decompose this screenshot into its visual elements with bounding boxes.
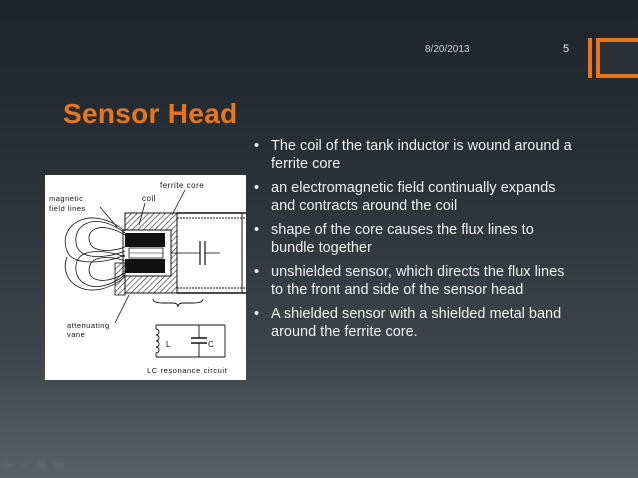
slide-number: 5 <box>563 43 570 55</box>
brace <box>152 298 204 308</box>
label-L: L <box>166 340 171 349</box>
bullet-text: A shielded sensor with a shielded metal … <box>271 306 562 340</box>
bullet-item: • The coil of the tank inductor is wound … <box>252 137 572 173</box>
label-magnetic: magnetic <box>49 194 83 203</box>
bullet-text: unshielded sensor, which directs the flu… <box>271 264 565 298</box>
bullet-text: shape of the core causes the flux lines … <box>271 222 534 256</box>
bullet-symbol: • <box>254 222 260 238</box>
slide-title: Sensor Head <box>63 98 238 129</box>
label-coil: coil <box>142 194 156 203</box>
bullet-text: The coil of the tank inductor is wound a… <box>271 138 572 172</box>
label-vane: vane <box>67 330 85 339</box>
accent-bar <box>588 38 592 78</box>
bullet-text: an electromagnetic field continually exp… <box>271 180 556 214</box>
back-arrow-icon[interactable] <box>2 460 14 470</box>
sensor-head-diagram: ferrite core magnetic field lines coil a… <box>45 175 246 380</box>
bullet-item: • shape of the core causes the flux lines… <box>252 221 572 257</box>
lc-circuit <box>155 324 226 358</box>
label-field-lines: field lines <box>49 204 86 213</box>
pen-icon[interactable] <box>19 460 31 470</box>
bullet-item: • unshielded sensor, which directs the fl… <box>252 263 572 299</box>
bullet-list: • The coil of the tank inductor is wound … <box>252 137 572 347</box>
bullet-item: • an electromagnetic field continually ex… <box>252 179 572 215</box>
ferrite-core <box>122 229 172 277</box>
bullet-symbol: • <box>254 180 260 196</box>
slide-navigation <box>2 459 65 471</box>
bullet-symbol: • <box>254 138 260 154</box>
attenuating-vane <box>114 262 126 296</box>
slides-icon[interactable] <box>36 460 48 470</box>
accent-block-inner <box>600 42 638 74</box>
label-attenuating: attenuating <box>67 321 110 330</box>
housing-capacitor <box>171 241 220 265</box>
menu-icon[interactable] <box>53 460 65 470</box>
bullet-item: • A shielded sensor with a shielded metal… <box>252 305 572 341</box>
bullet-symbol: • <box>254 264 260 280</box>
magnetic-field-lines <box>64 217 126 291</box>
label-ferrite-core: ferrite core <box>160 181 204 190</box>
slide-date: 8/20/2013 <box>425 44 470 55</box>
bullet-symbol: • <box>254 306 260 322</box>
label-lc-circuit: LC resonance circuit <box>147 366 228 375</box>
label-C: C <box>208 340 214 349</box>
